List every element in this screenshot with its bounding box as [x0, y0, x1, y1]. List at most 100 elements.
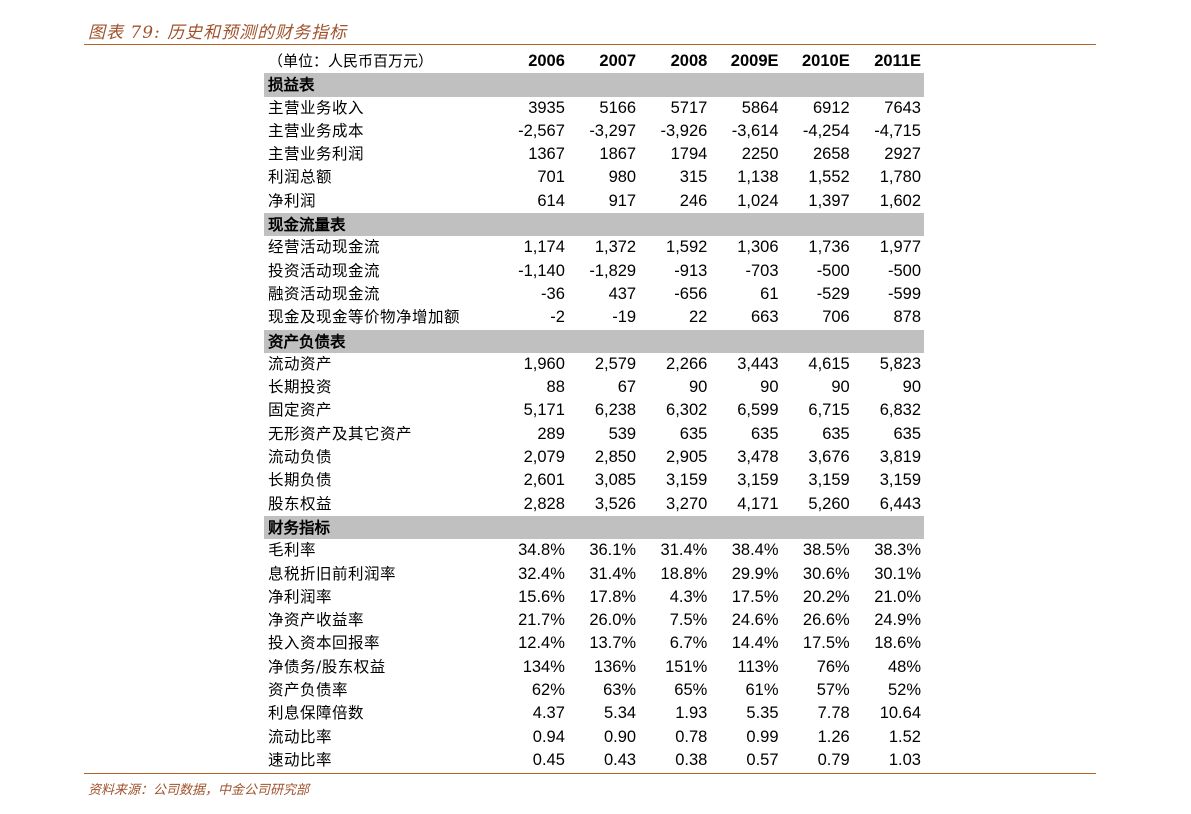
cell-value: -500	[887, 261, 921, 280]
cell-value: 6,599	[737, 401, 779, 420]
cell-value: 5,823	[879, 354, 921, 373]
cell-value: -1,140	[518, 261, 565, 280]
cell-value: 2250	[741, 145, 779, 164]
cell-value: 17.8%	[589, 587, 637, 606]
cell-value: -2	[550, 308, 565, 327]
cell-value: 30.6%	[802, 564, 850, 583]
cell-value: 21.0%	[874, 587, 921, 606]
row-label: 速动比率	[268, 750, 333, 769]
cell-value: 2658	[813, 145, 850, 164]
cell-value: -4,254	[802, 121, 850, 140]
cell-value: 10.64	[879, 704, 921, 723]
cell-value: 3935	[528, 98, 565, 117]
cell-value: 289	[537, 424, 565, 443]
row-label: 无形资产及其它资产	[268, 424, 413, 443]
cell-value: -529	[816, 284, 850, 303]
cell-value: 31.4%	[589, 564, 637, 583]
cell-value: 701	[537, 168, 565, 187]
cell-value: 1,960	[523, 354, 565, 373]
year-header: 2007	[599, 52, 637, 70]
cell-value: 2927	[884, 145, 921, 164]
cell-value: 3,159	[737, 471, 779, 490]
cell-value: 1,592	[666, 238, 708, 257]
cell-value: 3,676	[808, 448, 850, 467]
row-label: 主营业务收入	[268, 98, 365, 117]
cell-value: 17.5%	[802, 634, 850, 653]
row-label: 固定资产	[268, 401, 333, 420]
cell-value: 26.6%	[802, 611, 850, 630]
cell-value: 30.1%	[874, 564, 921, 583]
cell-value: 31.4%	[660, 541, 708, 560]
cell-value: 3,819	[879, 448, 921, 467]
cell-value: -2,567	[518, 121, 565, 140]
cell-value: -3,926	[660, 121, 708, 140]
cell-value: 0.38	[675, 750, 708, 769]
row-label: 净债务/股东权益	[268, 657, 386, 676]
cell-value: 38.5%	[802, 541, 850, 560]
top-divider	[84, 44, 1096, 45]
cell-value: -4,715	[874, 121, 921, 140]
cell-value: 24.9%	[874, 611, 921, 630]
year-header: 2008	[670, 52, 708, 70]
section-title: 资产负债表	[264, 329, 924, 353]
cell-value: 6.7%	[669, 634, 708, 653]
cell-value: 0.78	[675, 727, 708, 746]
cell-value: 4,615	[808, 354, 850, 373]
row-label: 净资产收益率	[268, 611, 365, 630]
cell-value: 2,266	[666, 354, 708, 373]
cell-value: 5.34	[603, 704, 637, 723]
cell-value: 6,302	[666, 401, 708, 420]
cell-value: 437	[608, 284, 637, 303]
section-header-row: 资产负债表	[264, 329, 924, 353]
cell-value: 635	[750, 424, 779, 443]
cell-value: 614	[537, 191, 565, 210]
section-header-row: 财务指标	[264, 515, 924, 540]
cell-value: 14.4%	[731, 634, 779, 653]
cell-value: 13.7%	[589, 634, 637, 653]
cell-value: 6,832	[879, 401, 921, 420]
row-label: 净利润率	[268, 587, 333, 606]
bottom-divider	[84, 773, 1096, 774]
row-label: 股东权益	[268, 494, 333, 513]
cell-value: 76%	[816, 657, 850, 676]
cell-value: 1,024	[737, 191, 779, 210]
cell-value: 90	[902, 378, 921, 397]
cell-value: 22	[688, 308, 708, 327]
cell-value: 3,159	[666, 471, 708, 490]
cell-value: 5717	[670, 98, 708, 117]
year-header: 2011E	[874, 52, 921, 70]
cell-value: -599	[887, 284, 921, 303]
cell-value: 1,780	[879, 168, 921, 187]
cell-value: -500	[816, 261, 850, 280]
cell-value: 980	[608, 168, 637, 187]
cell-value: 635	[679, 424, 708, 443]
cell-value: 62%	[531, 681, 565, 700]
section-title: 财务指标	[264, 515, 924, 540]
cell-value: 38.4%	[731, 541, 779, 560]
cell-value: 0.99	[746, 727, 779, 746]
cell-value: 315	[679, 168, 708, 187]
cell-value: 5,171	[523, 401, 565, 420]
row-label: 利润总额	[268, 168, 333, 187]
cell-value: -3,614	[731, 121, 779, 140]
cell-value: 6912	[813, 98, 850, 117]
cell-value: 3,085	[594, 471, 637, 490]
cell-value: 3,270	[666, 494, 708, 513]
cell-value: 5,260	[808, 494, 850, 513]
row-label: 利息保障倍数	[268, 704, 365, 723]
row-label: 主营业务成本	[268, 121, 365, 140]
cell-value: 2,579	[594, 354, 637, 373]
cell-value: 635	[822, 424, 850, 443]
